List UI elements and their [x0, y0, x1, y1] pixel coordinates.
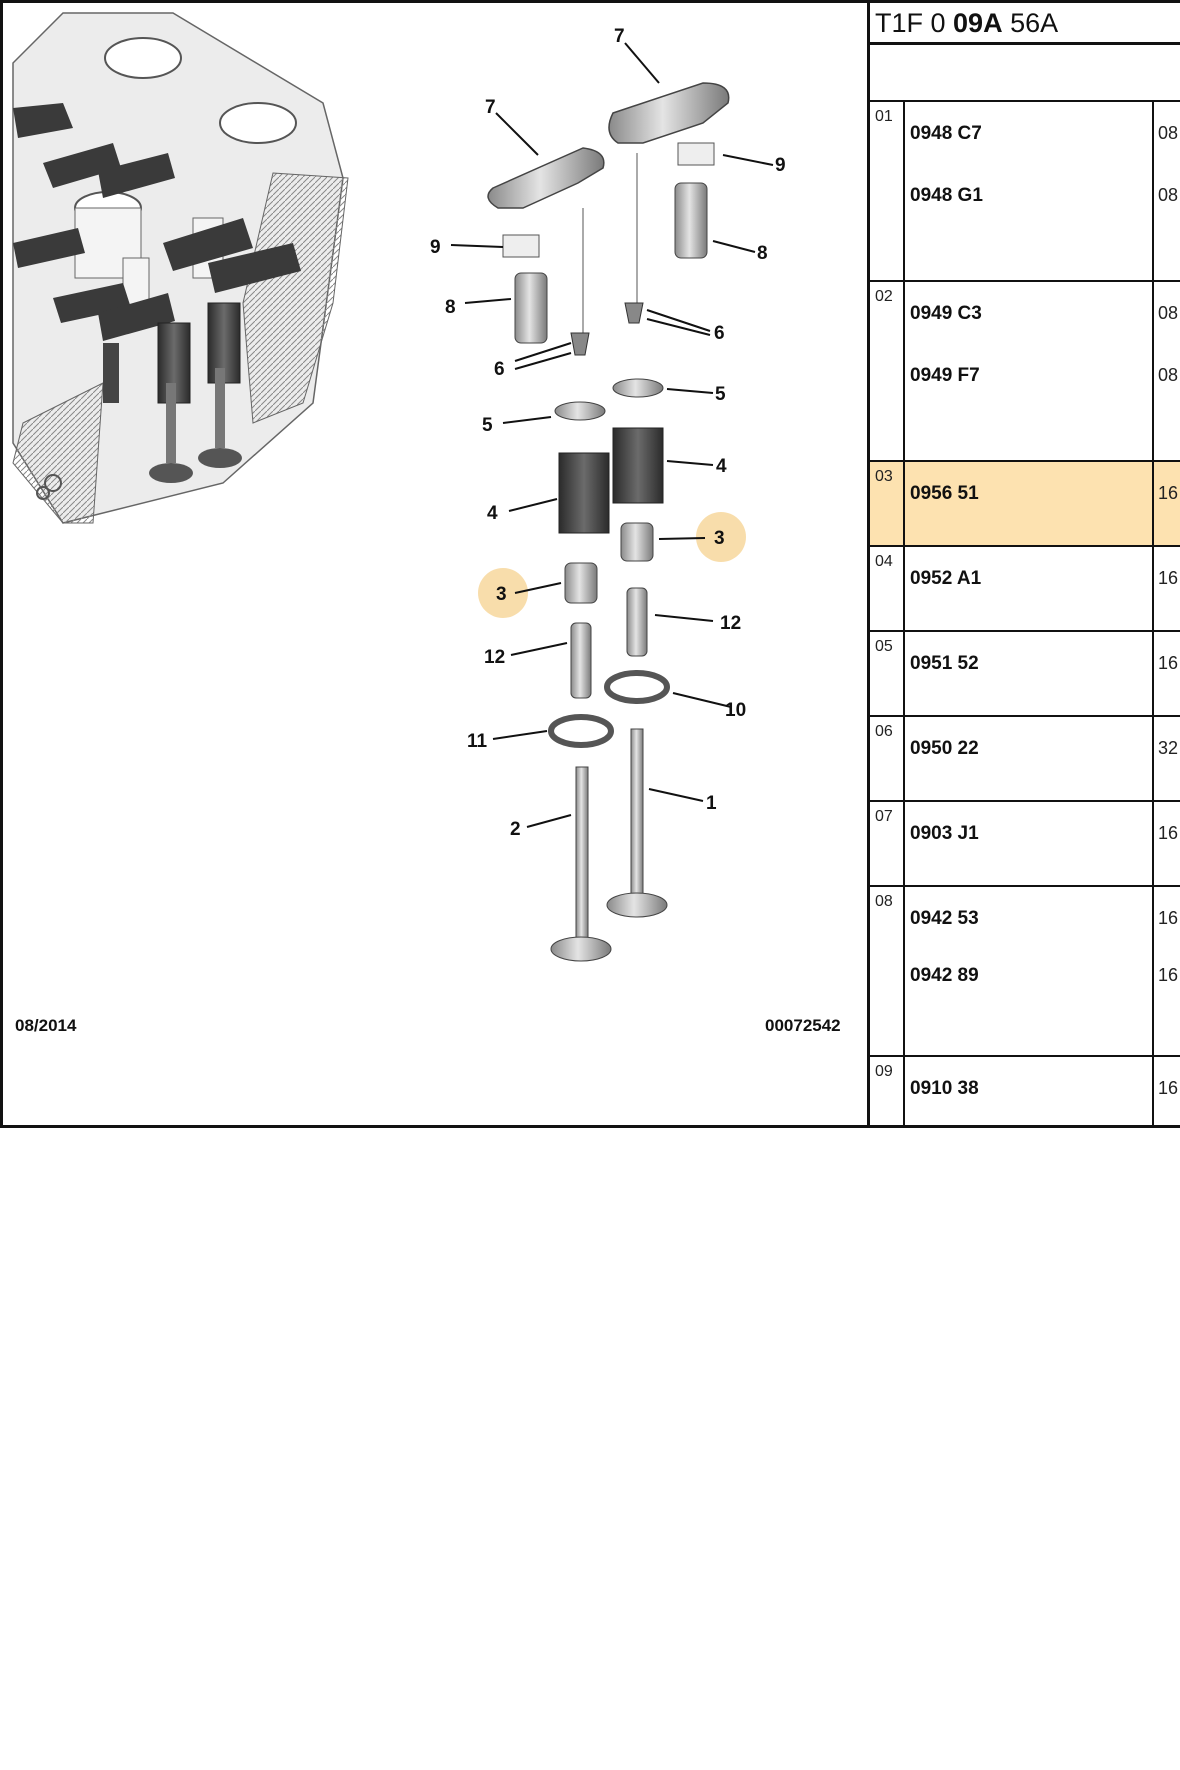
part-qty-cell — [1152, 887, 1180, 1055]
part-quantity: 16 — [1158, 653, 1179, 673]
part-quantity: 16 — [1158, 1078, 1179, 1098]
part-qty-cell — [1152, 717, 1180, 800]
callout-8-left: 8 — [445, 297, 456, 318]
leader-lines — [450, 42, 774, 828]
part-qty-cell — [1152, 462, 1180, 545]
drawing-code: 00072542 — [765, 1016, 841, 1035]
part-code[interactable]: 0952 A1 — [910, 568, 982, 589]
part-item-number: 03 — [870, 462, 905, 545]
part-qty-cell — [1152, 102, 1180, 280]
callout-7-right: 7 — [614, 26, 625, 47]
part-qty-cell — [1152, 802, 1180, 885]
part-quantity: 08 — [1158, 365, 1179, 385]
callout-7-left: 7 — [485, 97, 496, 118]
part-code[interactable]: 0949 F7 — [910, 365, 980, 386]
part-code[interactable]: 0903 J1 — [910, 823, 979, 844]
exploded-diagram-panel: 7 7 9 9 8 8 6 6 5 5 4 4 3 3 12 12 10 11 … — [3, 3, 869, 1128]
panel-divider — [867, 3, 870, 1128]
part-quantity: 16 — [1158, 568, 1179, 588]
part-code[interactable]: 0948 C7 — [910, 123, 982, 144]
part-code[interactable]: 0949 C3 — [910, 303, 982, 324]
callout-3-right: 3 — [714, 528, 725, 549]
callout-4-right: 4 — [716, 456, 727, 477]
callout-6-right: 6 — [714, 323, 725, 344]
part-code[interactable]: 0942 53 — [910, 908, 979, 929]
reference-prefix: T1F 0 — [875, 8, 954, 38]
table-header-blank — [870, 45, 1180, 102]
part-qty-cell — [1152, 632, 1180, 715]
catalog-frame: 7 7 9 9 8 8 6 6 5 5 4 4 3 3 12 12 10 11 … — [0, 0, 1180, 1128]
part-quantity: 16 — [1158, 483, 1179, 503]
reference-suffix: 56A — [1002, 8, 1059, 38]
callout-6-left: 6 — [494, 359, 505, 380]
part-qty-cell — [1152, 547, 1180, 630]
part-item-number: 05 — [870, 632, 905, 715]
part-code[interactable]: 0951 52 — [910, 653, 979, 674]
callout-2: 2 — [510, 819, 521, 840]
part-quantity: 32 — [1158, 738, 1179, 758]
part-code[interactable]: 0942 89 — [910, 965, 979, 986]
part-qty-cell — [1152, 1057, 1180, 1128]
callout-5-left: 5 — [482, 415, 493, 436]
callout-10: 10 — [725, 700, 746, 721]
callout-3-left: 3 — [496, 584, 507, 605]
part-item-number: 04 — [870, 547, 905, 630]
valve-assembly-right — [604, 82, 730, 918]
callout-highlight-right — [696, 512, 746, 562]
part-item-number: 09 — [870, 1057, 905, 1128]
callout-highlight-left — [478, 568, 528, 618]
callout-1: 1 — [706, 793, 717, 814]
callout-4-left: 4 — [487, 503, 498, 524]
part-quantity: 08 — [1158, 123, 1179, 143]
callout-12-right: 12 — [720, 613, 741, 634]
cylinder-head-illustration — [12, 12, 349, 524]
part-item-number: 06 — [870, 717, 905, 800]
part-code[interactable]: 0950 22 — [910, 738, 979, 759]
callout-5-right: 5 — [715, 384, 726, 405]
part-code[interactable]: 0956 51 — [910, 483, 979, 504]
exploded-diagram: 7 7 9 9 8 8 6 6 5 5 4 4 3 3 12 12 10 11 … — [12, 12, 786, 962]
part-item-number: 08 — [870, 887, 905, 1055]
callout-11: 11 — [467, 731, 488, 752]
callout-8-right: 8 — [757, 243, 768, 264]
part-item-number: 01 — [870, 102, 905, 280]
reference-header: T1F 0 09A 56A — [870, 3, 1180, 45]
catalog-date: 08/2014 — [15, 1016, 77, 1035]
part-quantity: 08 — [1158, 185, 1179, 205]
part-quantity: 16 — [1158, 965, 1179, 985]
callout-9-right: 9 — [775, 155, 786, 176]
part-item-number: 02 — [870, 282, 905, 460]
part-code[interactable]: 0910 38 — [910, 1078, 979, 1099]
part-item-number: 07 — [870, 802, 905, 885]
part-code[interactable]: 0948 G1 — [910, 185, 983, 206]
reference-bold: 09A — [953, 8, 1003, 38]
part-qty-cell — [1152, 282, 1180, 460]
part-quantity: 16 — [1158, 908, 1179, 928]
callout-9-left: 9 — [430, 237, 441, 258]
part-quantity: 08 — [1158, 303, 1179, 323]
valve-assembly-left — [487, 147, 614, 962]
part-quantity: 16 — [1158, 823, 1179, 843]
callout-12-left: 12 — [484, 647, 505, 668]
